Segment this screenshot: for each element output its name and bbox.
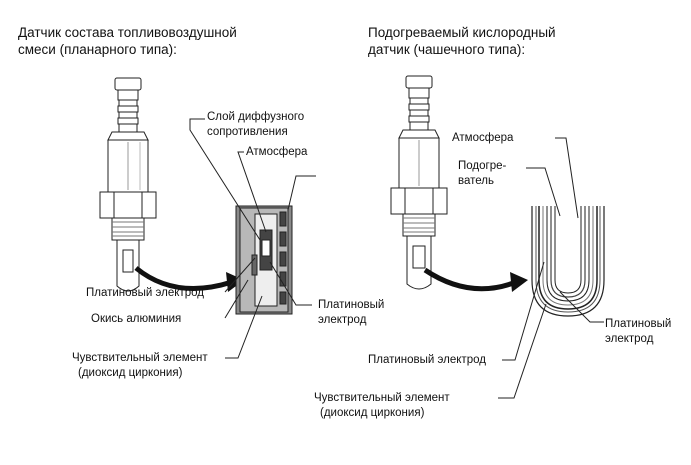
right-title-line1: Подогреваемый кислородный — [368, 25, 556, 40]
label-sensing-element-left-1: Чувствительный элемент — [72, 352, 208, 364]
right-sensor-body — [390, 75, 448, 290]
label-platinum-electrode-cup-2: электрод — [605, 333, 654, 345]
label-platinum-electrode-bottom: Платиновый электрод — [368, 354, 486, 366]
label-platinum-electrode-right-2: электрод — [318, 314, 367, 326]
left-title-line2: смеси (планарного типа): — [18, 42, 177, 57]
label-heater-2: ватель — [458, 175, 494, 187]
label-platinum-electrode-right-1: Платиновый — [318, 299, 385, 311]
label-diffusion-layer-2: сопротивления — [207, 126, 288, 138]
right-arrow-head — [510, 272, 528, 292]
label-sensing-element-left-2: (диоксид циркония) — [78, 367, 183, 379]
left-leaders — [189, 118, 316, 359]
left-arrow-head — [226, 272, 244, 292]
left-sensor-body — [99, 77, 157, 292]
right-title-line2: датчик (чашечного типа): — [368, 42, 526, 57]
right-arrow — [423, 267, 517, 292]
planar-element — [235, 205, 293, 315]
label-sensing-element-right-1: Чувствительный элемент — [314, 392, 450, 404]
label-alumina: Окись алюминия — [91, 313, 182, 325]
label-platinum-electrode-cup-1: Платиновый — [605, 318, 672, 330]
left-arrow — [134, 266, 233, 291]
label-atmosphere-left: Атмосфера — [246, 146, 308, 158]
label-atmosphere-right: Атмосфера — [452, 132, 514, 144]
cup-element — [531, 206, 605, 317]
label-heater-1: Подогре- — [458, 160, 507, 172]
label-diffusion-layer-1: Слой диффузного — [207, 111, 305, 123]
label-sensing-element-right-2: (диоксид циркония) — [320, 407, 425, 419]
left-title-line1: Датчик состава топливовоздушной — [18, 25, 237, 40]
label-platinum-electrode-left: Платиновый электрод — [86, 287, 204, 299]
right-leaders — [498, 137, 604, 399]
